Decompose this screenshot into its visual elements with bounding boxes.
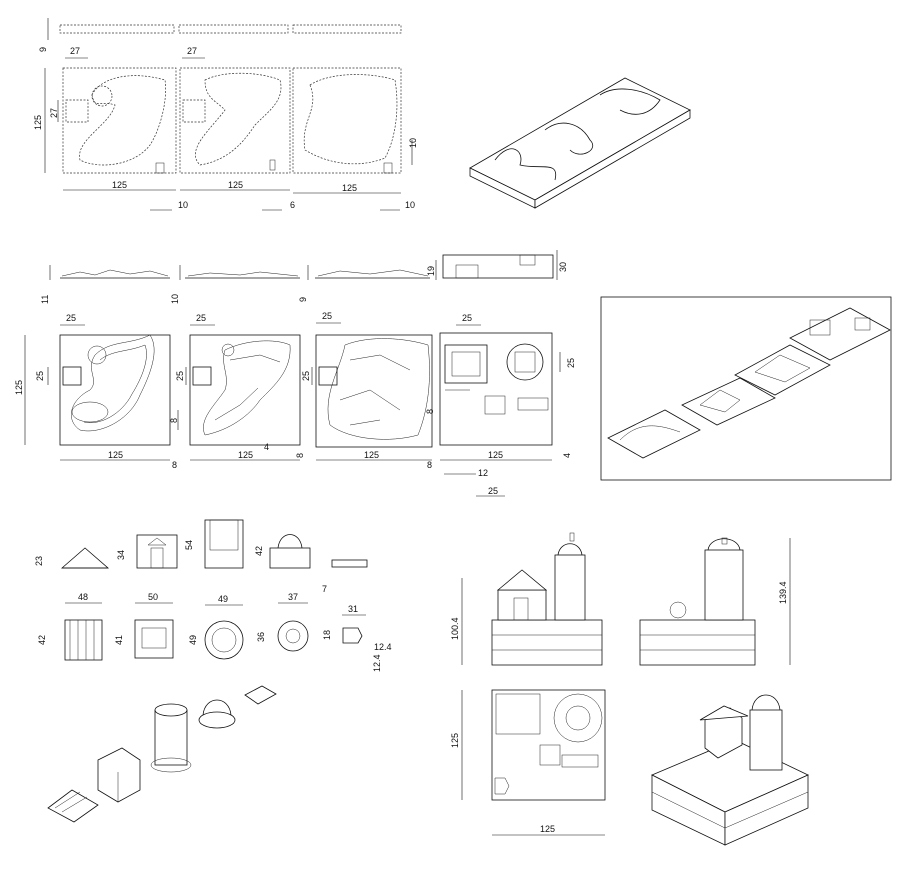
dim-row2-w2: 125 <box>238 450 253 460</box>
dim-row2-s2: 8 <box>172 460 177 470</box>
dim-row2-s4: 8 <box>295 453 305 458</box>
dim-row2-s9: 25 <box>488 486 498 496</box>
dim-row2-s5: 8 <box>425 409 435 414</box>
assembly-top: 125 125 <box>450 689 606 836</box>
dim-row2-sqh3: 25 <box>301 371 311 381</box>
dim-row1-s3: 10 <box>405 200 415 210</box>
dim-row1-s2: 6 <box>290 200 295 210</box>
row2-profiles: 11 10 9 19 30 <box>40 250 568 304</box>
dim-tower-plan-h: 49 <box>188 635 198 645</box>
dim-door-d2: 12.4 <box>372 654 382 672</box>
parts-elevations: 23 34 54 42 7 <box>34 519 368 594</box>
dim-tower-w: 49 <box>218 594 228 604</box>
dim-row1-h27: 27 <box>49 108 59 118</box>
dim-row2-w1: 125 <box>108 450 123 460</box>
dim-dome-w: 37 <box>288 592 298 602</box>
dim-row1-side: 125 <box>33 115 43 130</box>
dim-top-w: 125 <box>540 824 555 834</box>
dim-row2-s6: 8 <box>427 460 432 470</box>
dim-row2-sq1: 25 <box>66 313 76 323</box>
row1-strip: 9 <box>38 18 402 52</box>
dim-row2-h4: 19 <box>426 266 436 276</box>
dim-door-d1: 12.4 <box>374 642 392 652</box>
row1-isometric <box>469 77 691 209</box>
dim-chapel-h: 34 <box>116 550 126 560</box>
dim-front-h: 100.4 <box>450 617 460 640</box>
dim-side-h: 139.4 <box>778 581 788 604</box>
dim-row2-sqh2: 25 <box>175 371 185 381</box>
dim-row1-s1: 10 <box>178 200 188 210</box>
dim-row2-h3: 9 <box>298 297 308 302</box>
dim-row2-s1: 8 <box>169 418 179 423</box>
dim-row1-s4: 10 <box>408 138 418 148</box>
assembly-side: 139.4 <box>639 537 791 666</box>
dim-row2-sq2: 25 <box>196 313 206 323</box>
dim-row1-w3: 125 <box>342 183 357 193</box>
dim-row1-thickness: 9 <box>38 47 48 52</box>
dim-row2-w3: 125 <box>364 450 379 460</box>
dim-row1-w1: 125 <box>112 180 127 190</box>
dim-roof-w: 48 <box>78 592 88 602</box>
parts-isometric <box>47 685 277 823</box>
parts-plans: 48 42 50 41 49 49 37 36 31 18 12.4 12.4 <box>37 592 392 672</box>
dim-row2-sq3: 25 <box>322 311 332 321</box>
dim-roof-plan-h: 42 <box>37 635 47 645</box>
dim-row2-side: 125 <box>14 380 24 395</box>
dim-door-h: 7 <box>322 584 327 594</box>
dim-row1-w2: 125 <box>228 180 243 190</box>
assembly-front: 100.4 <box>450 532 603 666</box>
dim-row1-w27b: 27 <box>187 46 197 56</box>
dim-row1-w27a: 27 <box>70 46 80 56</box>
dim-roof-h: 23 <box>34 556 44 566</box>
dim-row2-h1: 11 <box>40 295 50 304</box>
row2-isometric-frame <box>600 296 892 481</box>
row2-plates <box>59 332 553 448</box>
dim-row2-s7: 4 <box>562 453 572 458</box>
dim-top-h: 125 <box>450 733 460 748</box>
dim-door-w: 31 <box>348 604 358 614</box>
dim-row2-w4: 125 <box>488 450 503 460</box>
dim-row2-h5: 30 <box>558 262 568 272</box>
dim-row2-h2: 10 <box>170 294 180 304</box>
dim-row2-sq4: 25 <box>462 313 472 323</box>
dim-chapel-plan-h: 41 <box>114 635 124 645</box>
row1-plates <box>62 67 402 174</box>
dim-dome-plan-h: 36 <box>256 632 266 642</box>
dim-row2-sqh1: 25 <box>35 371 45 381</box>
row1-dims: 27 27 27 125 125 125 125 10 6 10 10 <box>33 46 418 211</box>
dim-door-plan-h: 18 <box>322 630 332 640</box>
dim-row2-s8: 12 <box>478 468 488 478</box>
dim-row2-s3: 4 <box>264 442 269 452</box>
dim-chapel-w: 50 <box>148 592 158 602</box>
dim-tower-h: 54 <box>184 540 194 550</box>
dim-row2-sqh4: 25 <box>566 358 576 368</box>
dim-dome-h: 42 <box>254 546 264 556</box>
row2-dims: 25 25 25 25 25 25 25 25 125 125 125 125 … <box>14 311 576 497</box>
assembly-isometric <box>651 694 809 846</box>
